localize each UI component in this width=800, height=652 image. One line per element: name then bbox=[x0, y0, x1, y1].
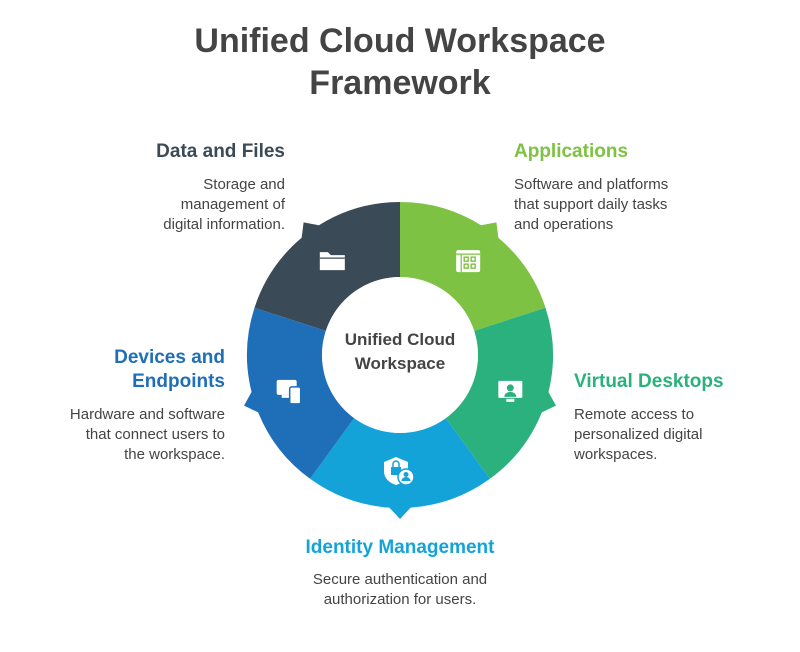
center-circle bbox=[322, 277, 478, 433]
devices-icon bbox=[276, 379, 302, 405]
virtual-desktops-heading: Virtual Desktops bbox=[574, 371, 724, 392]
folder-icon bbox=[319, 252, 345, 271]
identity-heading: Identity Management bbox=[305, 537, 495, 558]
data-files-heading: Data and Files bbox=[156, 141, 285, 162]
shield-user-icon bbox=[384, 457, 415, 486]
desktop-user-icon bbox=[498, 380, 523, 402]
app-grid-icon bbox=[456, 250, 481, 273]
applications-heading: Applications bbox=[514, 141, 629, 162]
